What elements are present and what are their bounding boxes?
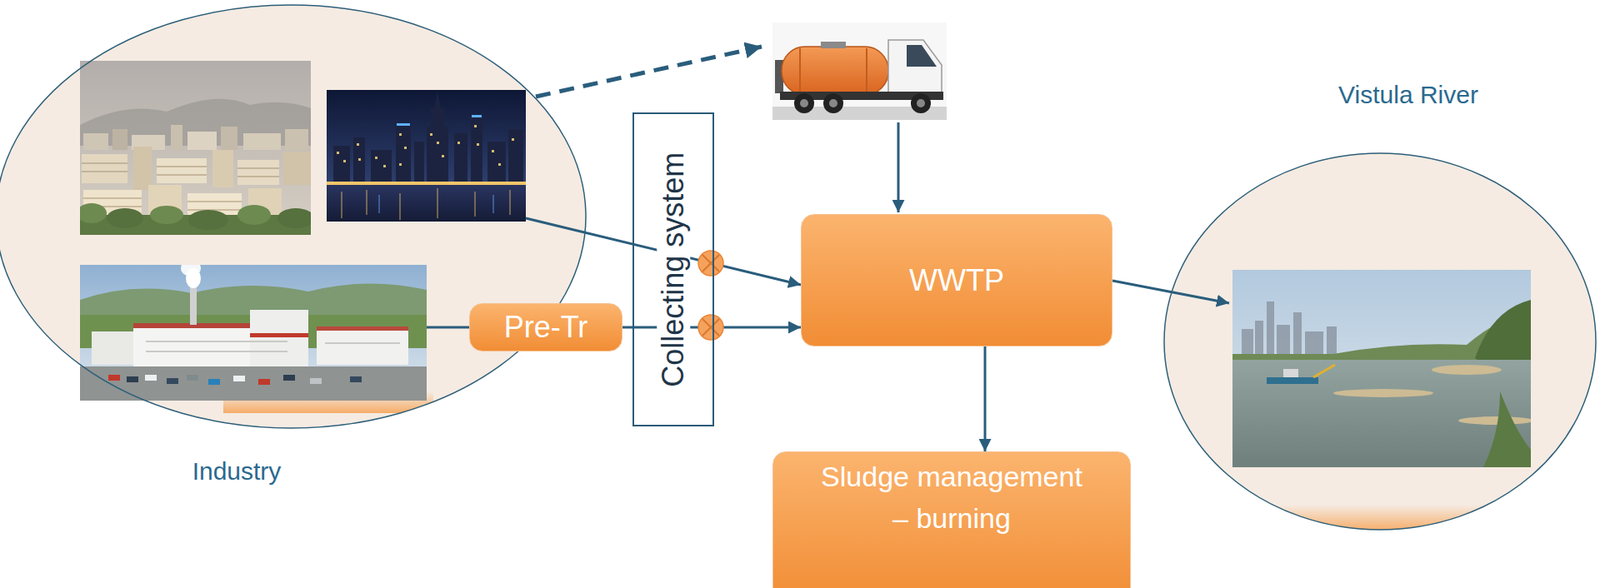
process-box: Pre-Tr bbox=[469, 303, 623, 352]
truck-arrow bbox=[897, 122, 900, 213]
region-fill bbox=[1164, 153, 1596, 530]
city-night-photo bbox=[326, 90, 526, 222]
vacuum-truck-photo bbox=[772, 22, 947, 120]
region-ellipse bbox=[0, 5, 586, 429]
city-photo bbox=[80, 60, 311, 235]
region-label: Industry bbox=[192, 456, 282, 487]
flow-connector bbox=[984, 346, 987, 452]
box-label: WWTP bbox=[909, 263, 1005, 298]
flow-connector bbox=[1112, 280, 1230, 304]
river-photo bbox=[1232, 270, 1531, 468]
box-label: Sludge management – burning bbox=[817, 455, 1087, 540]
region-outline bbox=[1163, 152, 1597, 531]
orange-shade bbox=[1225, 505, 1542, 532]
collecting-system-box: Collecting system bbox=[632, 112, 715, 427]
flow-connector bbox=[426, 326, 470, 330]
factory-photo bbox=[80, 265, 427, 401]
region-outline bbox=[0, 4, 587, 430]
region-fill bbox=[0, 5, 586, 429]
region-label: Vistula River bbox=[1338, 80, 1479, 110]
box-label: Pre-Tr bbox=[504, 310, 589, 345]
valve-symbol bbox=[698, 250, 724, 276]
valve-symbol bbox=[698, 315, 724, 340]
dashed-arrow bbox=[535, 46, 762, 97]
sludge-box: Sludge management – burning bbox=[772, 451, 1131, 588]
receiving-water-region: Vistula River bbox=[1163, 75, 1597, 534]
region-ellipse bbox=[1164, 153, 1596, 530]
source-region: Industry bbox=[0, 4, 587, 505]
process-box: WWTP bbox=[800, 214, 1113, 347]
vertical-label: Collecting system bbox=[656, 146, 690, 392]
